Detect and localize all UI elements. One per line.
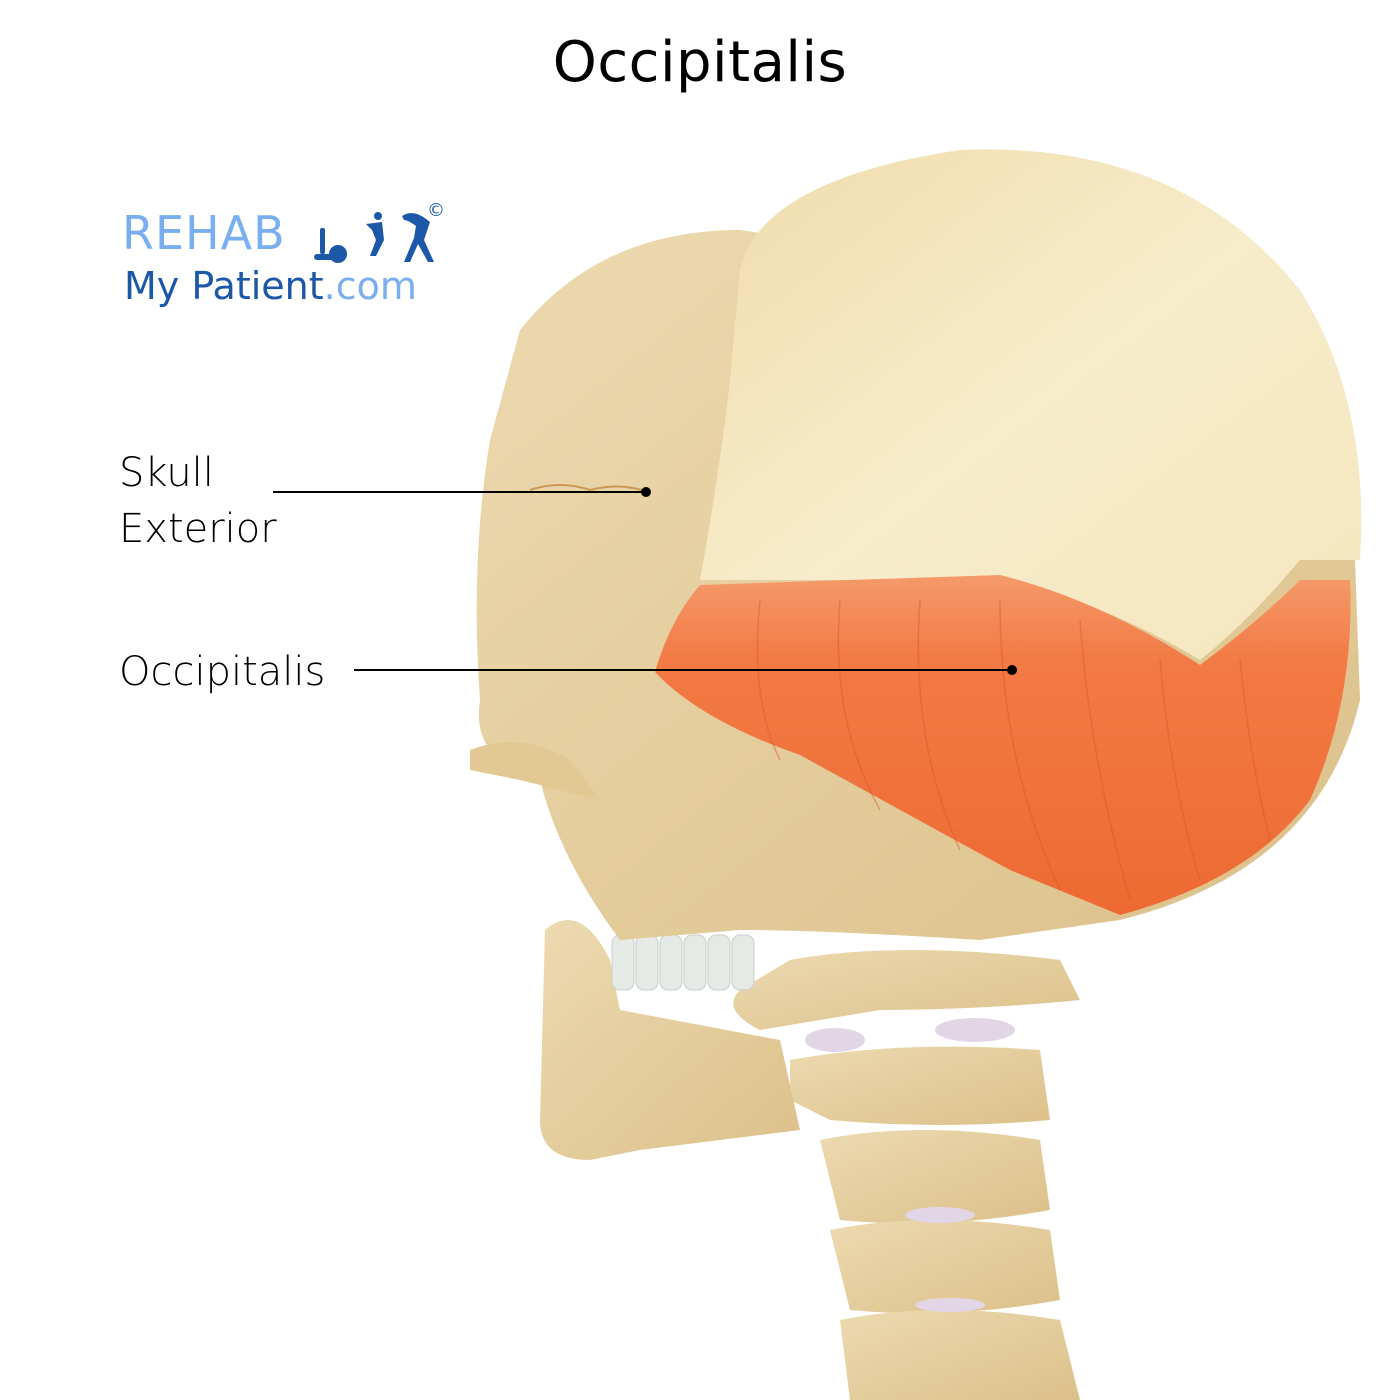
leader-dot-occipitalis [1007, 665, 1017, 675]
logo-mypatient-main: My Patient [124, 264, 324, 308]
label-occipitalis-line1: Occipitalis [119, 649, 326, 695]
label-occipitalis: Occipitalis [119, 644, 325, 700]
mandible [540, 920, 800, 1160]
occipitalis-muscle [655, 575, 1351, 915]
logo-rehab-text: REHAB [122, 206, 286, 260]
teeth [611, 934, 755, 991]
cervical-spine [733, 950, 1080, 1400]
logo: REHAB © My Patient.com [122, 200, 452, 316]
logo-mypatient-text: My Patient.com [124, 264, 417, 308]
leader-line-skull-exterior [273, 491, 646, 493]
label-skull-exterior-line1: Skull [119, 450, 214, 496]
logo-mypatient-suffix: .com [323, 264, 417, 308]
exercise-figures-icon [314, 212, 434, 263]
diagram-title: Occipitalis [552, 30, 848, 95]
leader-dot-skull-exterior [641, 487, 651, 497]
leader-line-occipitalis [354, 669, 1012, 671]
galea-aponeurotica [700, 149, 1362, 660]
copyright-symbol: © [427, 200, 445, 221]
label-skull-exterior-line2: Exterior [119, 506, 277, 552]
label-skull-exterior: Skull Exterior [119, 445, 277, 557]
